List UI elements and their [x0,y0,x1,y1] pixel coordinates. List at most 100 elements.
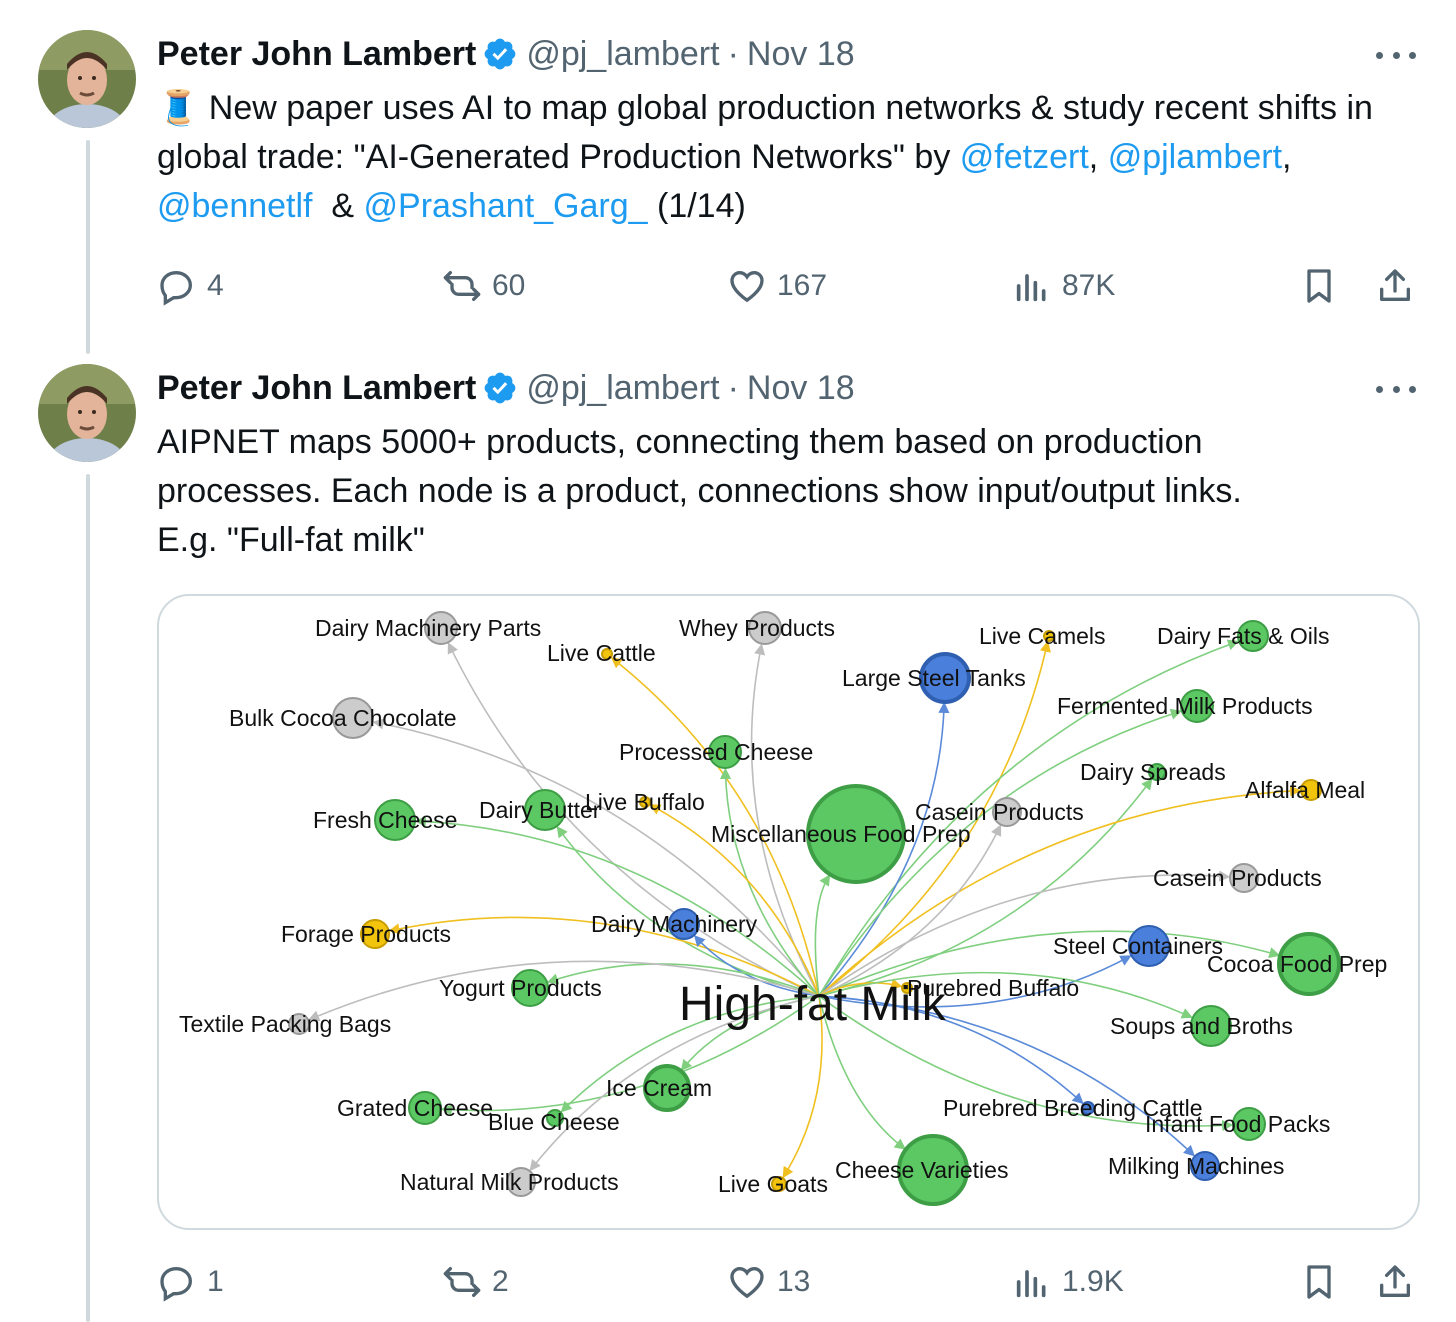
verified-badge-icon[interactable] [482,370,518,406]
graph-node-yogurt-products [511,969,549,1007]
graph-edge [556,825,820,997]
graph-node-live-camels [1043,630,1055,642]
graph-node-milking-machines [1190,1151,1220,1181]
graph-node-steel-containers [1128,925,1170,967]
graph-label-grated-cheese: Grated Cheese [337,1095,493,1121]
views-button[interactable]: 87K [1012,266,1115,306]
graph-node-live-cattle [601,648,613,660]
graph-node-purebred-buffalo [901,982,913,994]
graph-node-whey-products [748,611,782,645]
graph-label-bulk-cocoa: Bulk Cocoa Chocolate [229,705,457,731]
tweet-text: 🧵 New paper uses AI to map global produc… [157,84,1397,231]
reply-button[interactable]: 4 [157,266,224,306]
graph-node-fresh-cheese [374,799,416,841]
graph-node-grated-cheese [408,1091,442,1125]
mention-link[interactable]: @bennetlf [157,187,313,225]
separator: · [727,368,739,407]
graph-edge [818,824,1002,997]
graph-edge [818,971,1193,1019]
graph-node-dairy-butter [524,789,566,831]
graph-label-cheese-varieties: Cheese Varieties [835,1157,1008,1183]
repost-button[interactable]: 60 [442,266,525,306]
avatar[interactable] [38,364,136,462]
share-icon [1380,1265,1410,1297]
share-icon [1380,269,1410,301]
graph-label-dairy-machinery-parts: Dairy Machinery Parts [315,615,541,641]
tweet-text-line: E.g. "Full-fat milk" [157,521,425,559]
repost-count: 2 [492,1265,509,1298]
graph-node-live-buffalo [639,796,651,808]
graph-edge [307,960,820,1022]
view-count: 1.9K [1062,1265,1124,1298]
graph-label-dairy-spreads: Dairy Spreads [1080,759,1226,785]
graph-edge [814,874,831,997]
graph-node-processed-cheese [708,735,742,769]
reply-button[interactable]: 1 [157,1262,224,1302]
view-count: 87K [1062,269,1116,302]
action-bar: 1 2 13 1.9K [157,1262,1417,1302]
bookmark-icon [1307,1265,1331,1299]
graph-edge [818,708,1182,997]
graph-node-infant-food-packs [1232,1107,1266,1141]
more-options-icon[interactable] [1376,40,1416,70]
bookmark-icon [1307,269,1331,303]
graph-label-alfalfa-meal: Alfalfa Meal [1245,777,1365,803]
avatar[interactable] [38,30,136,128]
graph-edge [818,870,1231,997]
author-name[interactable]: Peter John Lambert [157,34,477,73]
graph-node-soups-broths [1190,1005,1232,1047]
more-options-icon[interactable] [1376,374,1416,404]
graph-node-dairy-machinery [668,908,700,940]
graph-edge [414,815,820,997]
graph-node-live-goats [771,1176,787,1192]
views-button[interactable]: 1.9K [1012,1262,1124,1302]
graph-node-ice-cream [643,1064,691,1112]
graph-label-dairy-fats-oils: Dairy Fats & Oils [1157,623,1330,649]
like-button[interactable]: 167 [727,266,827,306]
mention-link[interactable]: @pjlambert [1107,138,1283,176]
verified-badge-icon[interactable] [482,36,518,72]
mention-link[interactable]: @fetzert [959,138,1089,176]
graph-label-whey-products: Whey Products [679,615,835,641]
graph-node-forage-products [360,919,390,949]
thread-connector [86,140,90,354]
repost-count: 60 [492,269,526,302]
graph-label-blue-cheese: Blue Cheese [488,1109,620,1135]
share-button[interactable] [1375,1262,1425,1302]
graph-label-fermented-milk: Fermented Milk Products [1057,693,1313,719]
graph-edge [782,995,823,1179]
graph-label-live-goats: Live Goats [718,1171,828,1197]
graph-label-casein-products-2: Casein Products [1153,865,1322,891]
graph-node-casein-products-2 [1229,863,1259,893]
share-button[interactable] [1375,266,1425,306]
graph-edge [818,785,1302,997]
tweet-text-line: processes. Each node is a product, conne… [157,472,1242,510]
graph-node-large-steel-tanks [919,652,971,704]
bookmark-button[interactable] [1299,266,1349,306]
graph-label-dairy-machinery: Dairy Machinery [591,911,758,937]
tweet-date[interactable]: Nov 18 [746,34,855,73]
graph-edges [307,639,1302,1179]
tweet-date[interactable]: Nov 18 [746,368,855,407]
graph-edge [610,656,820,997]
graph-node-alfalfa-meal [1300,779,1322,801]
author-handle[interactable]: @pj_lambert [526,34,720,73]
graph-label-purebred-buffalo: Purebred Buffalo [907,975,1079,1001]
author-handle[interactable]: @pj_lambert [526,368,720,407]
repost-icon [443,1267,481,1297]
avatar-image [38,30,136,128]
thread-connector [86,474,90,1322]
mention-link[interactable]: @Prashant_Garg_ [363,187,648,225]
bookmark-button[interactable] [1299,1262,1349,1302]
reply-icon [160,270,193,306]
action-bar: 4 60 167 87K [157,266,1417,306]
heart-icon [730,1266,764,1299]
like-button[interactable]: 13 [727,1262,810,1302]
repost-button[interactable]: 2 [442,1262,509,1302]
author-name[interactable]: Peter John Lambert [157,368,477,407]
graph-edge [693,934,820,997]
graph-edge [388,916,820,997]
